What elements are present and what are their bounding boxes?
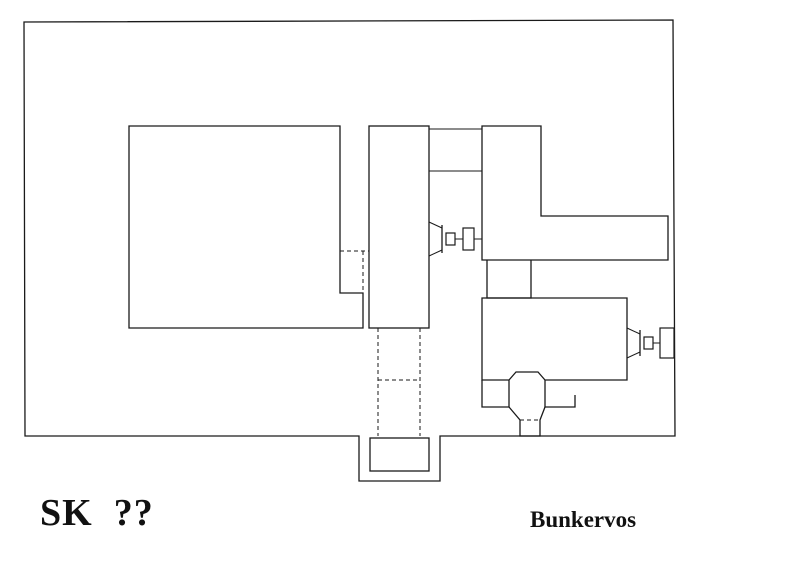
entrance-room bbox=[369, 437, 430, 472]
south-passage bbox=[377, 328, 421, 436]
embrasure-lower bbox=[626, 327, 675, 359]
outer-boundary bbox=[23, 19, 676, 482]
lower-right-room-wall bbox=[481, 380, 510, 408]
corridor-bridge bbox=[429, 128, 482, 172]
right-l-room bbox=[481, 125, 669, 261]
lower-chamber bbox=[508, 406, 546, 437]
central-corridor bbox=[368, 125, 430, 329]
site-code-label: SK ?? bbox=[40, 492, 154, 534]
large-room-passage bbox=[340, 250, 369, 293]
link-room bbox=[486, 260, 532, 299]
large-room bbox=[128, 125, 364, 329]
lower-right-room bbox=[481, 297, 628, 381]
embrasure-upper bbox=[428, 221, 482, 257]
lower-right-room-wall-2 bbox=[544, 380, 576, 408]
site-name-label: Bunkervos bbox=[530, 507, 637, 532]
